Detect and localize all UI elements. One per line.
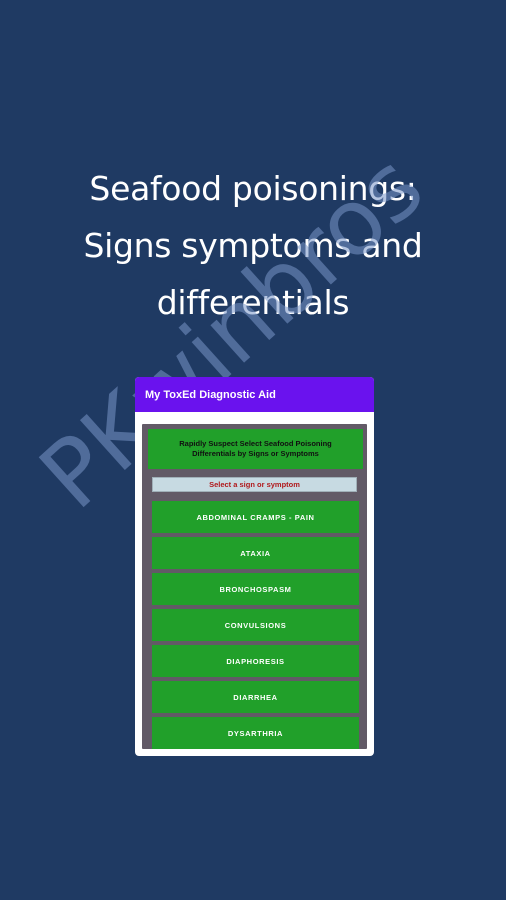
- app-screenshot: My ToxEd Diagnostic Aid Rapidly Suspect …: [135, 377, 374, 756]
- symptom-button-bronchospasm[interactable]: BRONCHOSPASM: [152, 573, 359, 605]
- symptom-button-dysarthria[interactable]: DYSARTHRIA: [152, 717, 359, 749]
- promo-title-line-3: differentials: [156, 283, 350, 322]
- symptom-button-ataxia[interactable]: ATAXIA: [152, 537, 359, 569]
- symptom-button-diaphoresis[interactable]: DIAPHORESIS: [152, 645, 359, 677]
- promo-title: Seafood poisonings: Signs symptoms and d…: [0, 160, 506, 331]
- symptom-button-diarrhea[interactable]: DIARRHEA: [152, 681, 359, 713]
- app-bar: My ToxEd Diagnostic Aid: [135, 377, 374, 412]
- symptom-list: ABDOMINAL CRAMPS - PAIN ATAXIA BRONCHOSP…: [152, 501, 359, 749]
- symptom-button-abdominal-cramps[interactable]: ABDOMINAL CRAMPS - PAIN: [152, 501, 359, 533]
- promo-title-line-1: Seafood poisonings:: [89, 169, 417, 208]
- app-title: My ToxEd Diagnostic Aid: [145, 388, 276, 401]
- select-sign-label: Select a sign or symptom: [152, 477, 357, 492]
- header-banner: Rapidly Suspect Select Seafood Poisoning…: [148, 429, 363, 469]
- content-panel: Rapidly Suspect Select Seafood Poisoning…: [140, 422, 369, 751]
- symptom-button-convulsions[interactable]: CONVULSIONS: [152, 609, 359, 641]
- header-line-2: Differentials by Signs or Symptoms: [192, 449, 319, 458]
- header-line-1: Rapidly Suspect Select Seafood Poisoning: [179, 439, 332, 448]
- promo-title-line-2: Signs symptoms and: [83, 226, 423, 265]
